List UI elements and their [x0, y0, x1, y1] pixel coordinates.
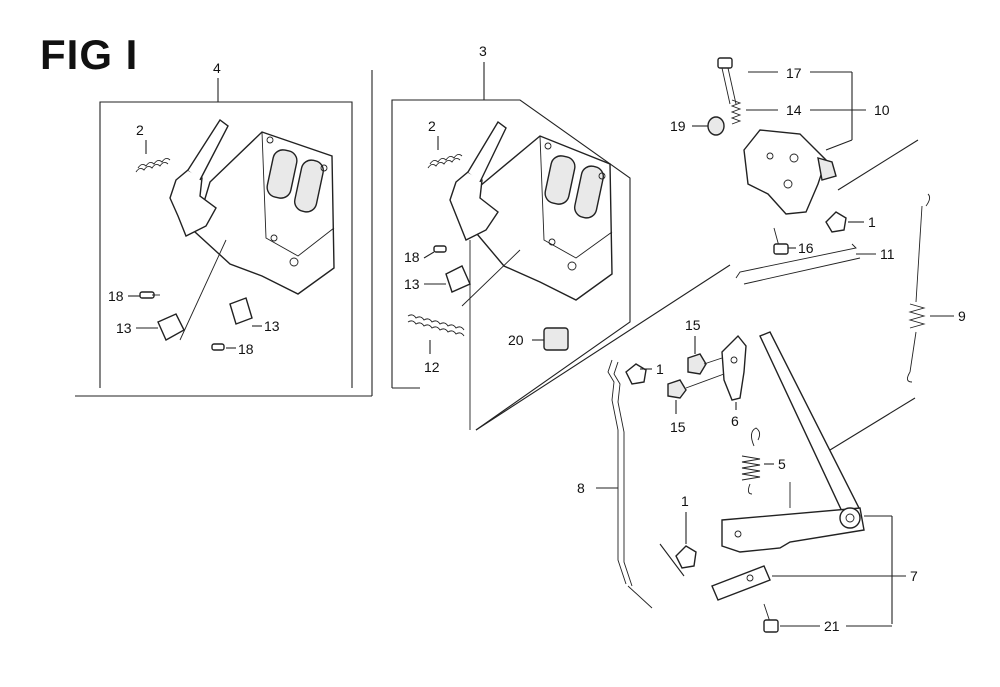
screw-left-18b [211, 343, 225, 351]
screw-left-18a [139, 291, 160, 299]
rod-11 [735, 243, 861, 285]
callout-11: 11 [880, 246, 895, 262]
clip-1c [675, 545, 697, 569]
spring-5 [741, 427, 761, 495]
nut-left-13b [229, 297, 253, 325]
callout-21: 21 [824, 618, 840, 634]
callout-left-13a: 13 [116, 320, 132, 336]
callout-19: 19 [670, 118, 686, 134]
clip-1b [625, 363, 647, 385]
nut-left-13a [157, 313, 185, 341]
spring-middle-2 [427, 153, 463, 169]
callout-1b: 1 [656, 361, 664, 377]
clip-mid-20 [543, 327, 569, 351]
callout-9: 9 [958, 308, 966, 324]
spring-9 [907, 193, 931, 383]
clip-1a [825, 211, 847, 233]
callout-1a: 1 [868, 214, 876, 230]
rod-8 [607, 359, 653, 609]
callout-16: 16 [798, 240, 814, 256]
group-3-box [391, 62, 731, 431]
bolt-15b [667, 373, 725, 399]
screw-mid-18 [433, 245, 447, 253]
callout-mid-18: 18 [404, 249, 420, 265]
callout-mid-13: 13 [404, 276, 420, 292]
callout-left-18a: 18 [108, 288, 124, 304]
washer-19 [707, 116, 725, 136]
callout-1c: 1 [681, 493, 689, 509]
control-lever-assembly [717, 57, 837, 215]
bolt-15a [687, 353, 723, 375]
spring-left [135, 157, 171, 173]
callout-5: 5 [778, 456, 786, 472]
spring-mid-12 [407, 314, 465, 337]
callout-8: 8 [577, 480, 585, 496]
callout-left-18b: 18 [238, 341, 254, 357]
callout-15a: 15 [685, 317, 701, 333]
bolt-21 [763, 603, 779, 633]
callout-6: 6 [731, 413, 739, 429]
group-label-4: 4 [213, 60, 221, 76]
callout-14: 14 [786, 102, 802, 118]
callout-10: 10 [874, 102, 890, 118]
callout-mid-2: 2 [428, 118, 436, 134]
group-4-box [75, 70, 373, 397]
bracket-6 [721, 334, 747, 401]
callout-mid-20: 20 [508, 332, 524, 348]
callout-left-13b: 13 [264, 318, 280, 334]
group-label-3: 3 [479, 43, 487, 59]
throttle-bracket-left [169, 118, 335, 341]
callout-7: 7 [910, 568, 918, 584]
callout-15b: 15 [670, 419, 686, 435]
governor-arm [711, 331, 865, 601]
nut-mid-13 [445, 265, 471, 293]
throttle-bracket-middle [449, 120, 613, 430]
callout-left-2: 2 [136, 122, 144, 138]
figure-title: FIG I [40, 31, 139, 78]
bolt-16 [773, 227, 789, 255]
callout-17: 17 [786, 65, 802, 81]
callout-mid-12: 12 [424, 359, 440, 375]
